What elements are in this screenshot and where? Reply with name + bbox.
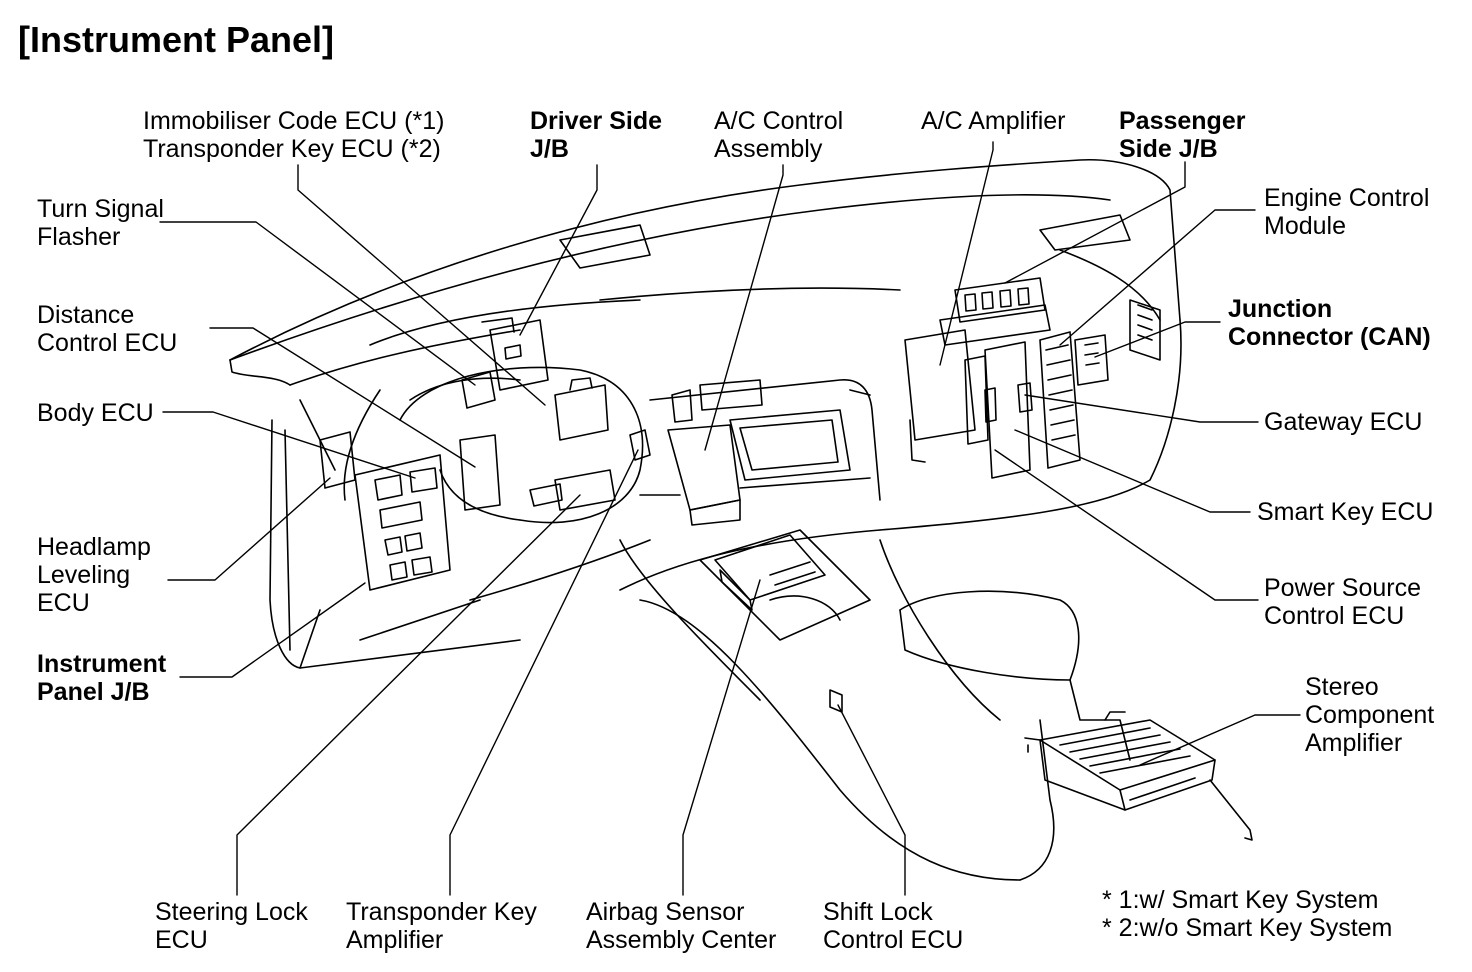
label-line: Flasher	[37, 223, 121, 251]
label-line: Stereo	[1305, 673, 1379, 701]
label-line: Control ECU	[37, 329, 178, 357]
label-line: Transponder Key	[346, 898, 537, 926]
label-line: Driver Side	[530, 107, 663, 135]
label-line: Passenger	[1119, 107, 1246, 135]
label-line: Immobiliser Code ECU (*1)	[143, 107, 445, 135]
center-stack	[639, 379, 881, 526]
left-side-panel	[269, 377, 521, 669]
leader-lines	[159, 141, 1301, 896]
label-line: Transponder Key ECU (*2)	[143, 135, 441, 163]
label-steering-lock-ecu: Steering Lock ECU	[155, 898, 308, 954]
dashboard-outline	[229, 158, 1182, 531]
label-line: Steering Lock	[155, 898, 308, 926]
label-line: Distance	[37, 301, 135, 329]
label-line: Side J/B	[1119, 135, 1218, 163]
label-line: Amplifier	[346, 926, 444, 954]
center-console	[619, 529, 1131, 881]
label-driver-side-jb: Driver Side J/B	[530, 107, 662, 163]
footnote-smart-key: * 1:w/ Smart Key System	[1102, 886, 1379, 914]
label-line: Control ECU	[1264, 602, 1405, 630]
label-transponder-key-amplifier: Transponder Key Amplifier	[346, 898, 537, 954]
label-line: Amplifier	[1305, 729, 1403, 757]
label-line: Control ECU	[823, 926, 964, 954]
label-stereo-component-amplifier: Stereo Component Amplifier	[1305, 673, 1434, 757]
label-airbag-sensor-assembly-center: Airbag Sensor Assembly Center	[586, 898, 776, 954]
label-headlamp-leveling-ecu: Headlamp Leveling ECU	[37, 533, 151, 617]
label-shift-lock-control-ecu: Shift Lock Control ECU	[823, 898, 963, 954]
footnote-no-smart-key: * 2:w/o Smart Key System	[1102, 914, 1393, 942]
components	[319, 277, 1253, 841]
label-line: Gateway ECU	[1264, 408, 1423, 436]
label-turn-signal-flasher: Turn Signal Flasher	[37, 195, 164, 251]
label-line: Turn Signal	[37, 195, 164, 223]
label-line: J/B	[530, 135, 569, 163]
label-junction-connector-can: Junction Connector (CAN)	[1228, 295, 1431, 351]
label-ac-amplifier: A/C Amplifier	[921, 107, 1065, 135]
label-line: Assembly	[714, 135, 823, 163]
label-line: Component	[1305, 701, 1435, 729]
steering-area	[359, 366, 761, 701]
label-smart-key-ecu: Smart Key ECU	[1257, 498, 1433, 526]
label-passenger-side-jb: Passenger Side J/B	[1119, 107, 1245, 163]
label-line: Instrument	[37, 650, 167, 678]
label-ac-control-assembly: A/C Control Assembly	[714, 107, 843, 163]
label-line: Headlamp	[37, 533, 151, 561]
label-line: Airbag Sensor	[586, 898, 745, 926]
label-line: Panel J/B	[37, 678, 150, 706]
label-line: Shift Lock	[823, 898, 933, 926]
label-line: Smart Key ECU	[1257, 498, 1434, 526]
label-instrument-panel-jb: Instrument Panel J/B	[37, 650, 166, 706]
label-power-source-control-ecu: Power Source Control ECU	[1264, 574, 1421, 630]
label-engine-control-module: Engine Control Module	[1264, 184, 1429, 240]
label-gateway-ecu: Gateway ECU	[1264, 408, 1422, 436]
label-distance-control-ecu: Distance Control ECU	[37, 301, 177, 357]
label-line: Junction	[1228, 295, 1333, 323]
label-line: Engine Control	[1264, 184, 1430, 212]
label-line: A/C Amplifier	[921, 107, 1066, 135]
footnotes: * 1:w/ Smart Key System * 2:w/o Smart Ke…	[1102, 886, 1392, 942]
label-line: Connector (CAN)	[1228, 323, 1431, 351]
label-line: Body ECU	[37, 399, 154, 427]
label-body-ecu: Body ECU	[37, 399, 154, 427]
label-line: ECU	[37, 589, 90, 617]
label-line: Leveling	[37, 561, 131, 589]
label-line: ECU	[155, 926, 208, 954]
label-line: Power Source	[1264, 574, 1422, 602]
label-immobiliser-ecu: Immobiliser Code ECU (*1) Transponder Ke…	[143, 107, 444, 163]
label-line: A/C Control	[714, 107, 844, 135]
label-line: Module	[1264, 212, 1346, 240]
label-line: Assembly Center	[586, 926, 777, 954]
page-title: [Instrument Panel]	[18, 19, 335, 60]
